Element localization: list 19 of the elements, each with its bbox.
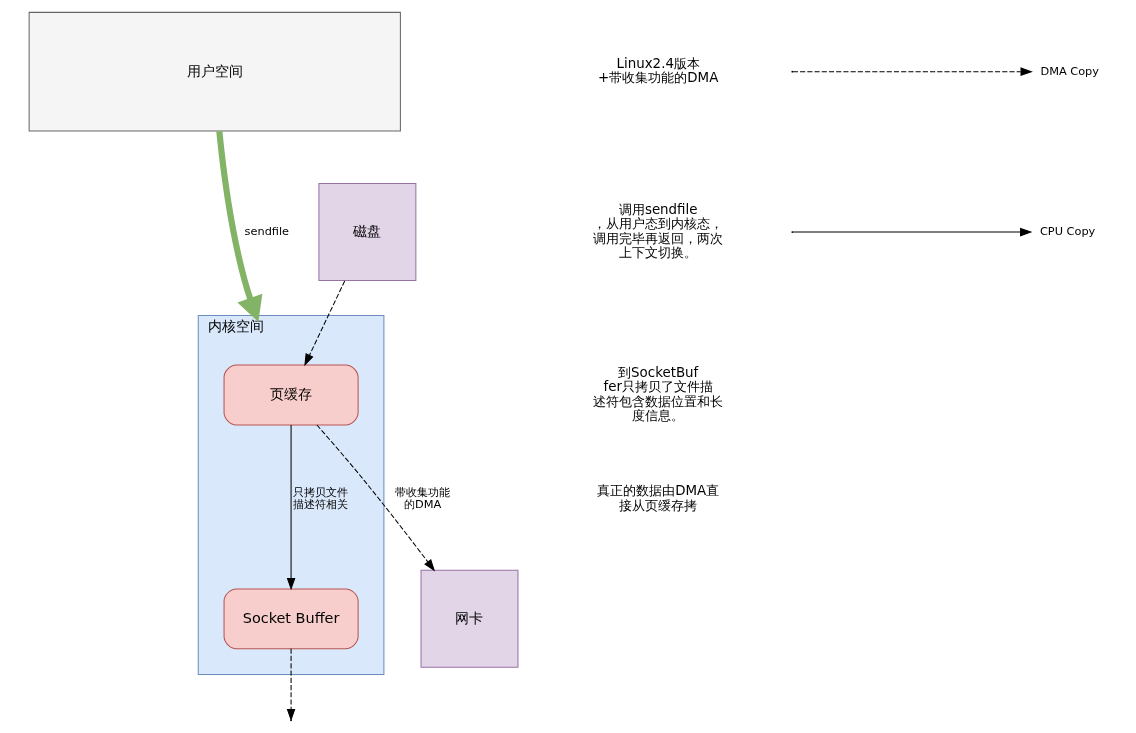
label: Linux2.4版本+带收集功能的DMA [597, 55, 718, 86]
arrow [315, 424, 435, 572]
node-box: 用户空间 [28, 11, 401, 132]
node-box: 磁盘 [317, 183, 416, 282]
edge-label: 只拷贝文件描述符相关 [292, 484, 348, 512]
node-box: Socket Buffer [223, 588, 359, 650]
arrow [303, 280, 345, 367]
legend-label: DMA Copy [1039, 63, 1099, 78]
label: 到SocketBuffer只拷贝了文件描述符包含数据位置和长度信息。 [592, 364, 723, 424]
label: 调用sendfile，从用户态到内核态，调用完毕再返回，两次上下文切换。 [592, 201, 723, 261]
arrow [286, 648, 295, 722]
arrow [215, 130, 262, 322]
edge-label: 带收集功能的DMA [394, 484, 450, 512]
arrow [286, 424, 295, 591]
edge-label: sendfile [244, 223, 289, 238]
node-box: 网卡 [420, 569, 518, 668]
legend-label: CPU Copy [1039, 223, 1095, 238]
node-box: 页缓存 [223, 364, 359, 426]
label: 真正的数据由DMA直接从页缓存拷 [596, 483, 719, 513]
